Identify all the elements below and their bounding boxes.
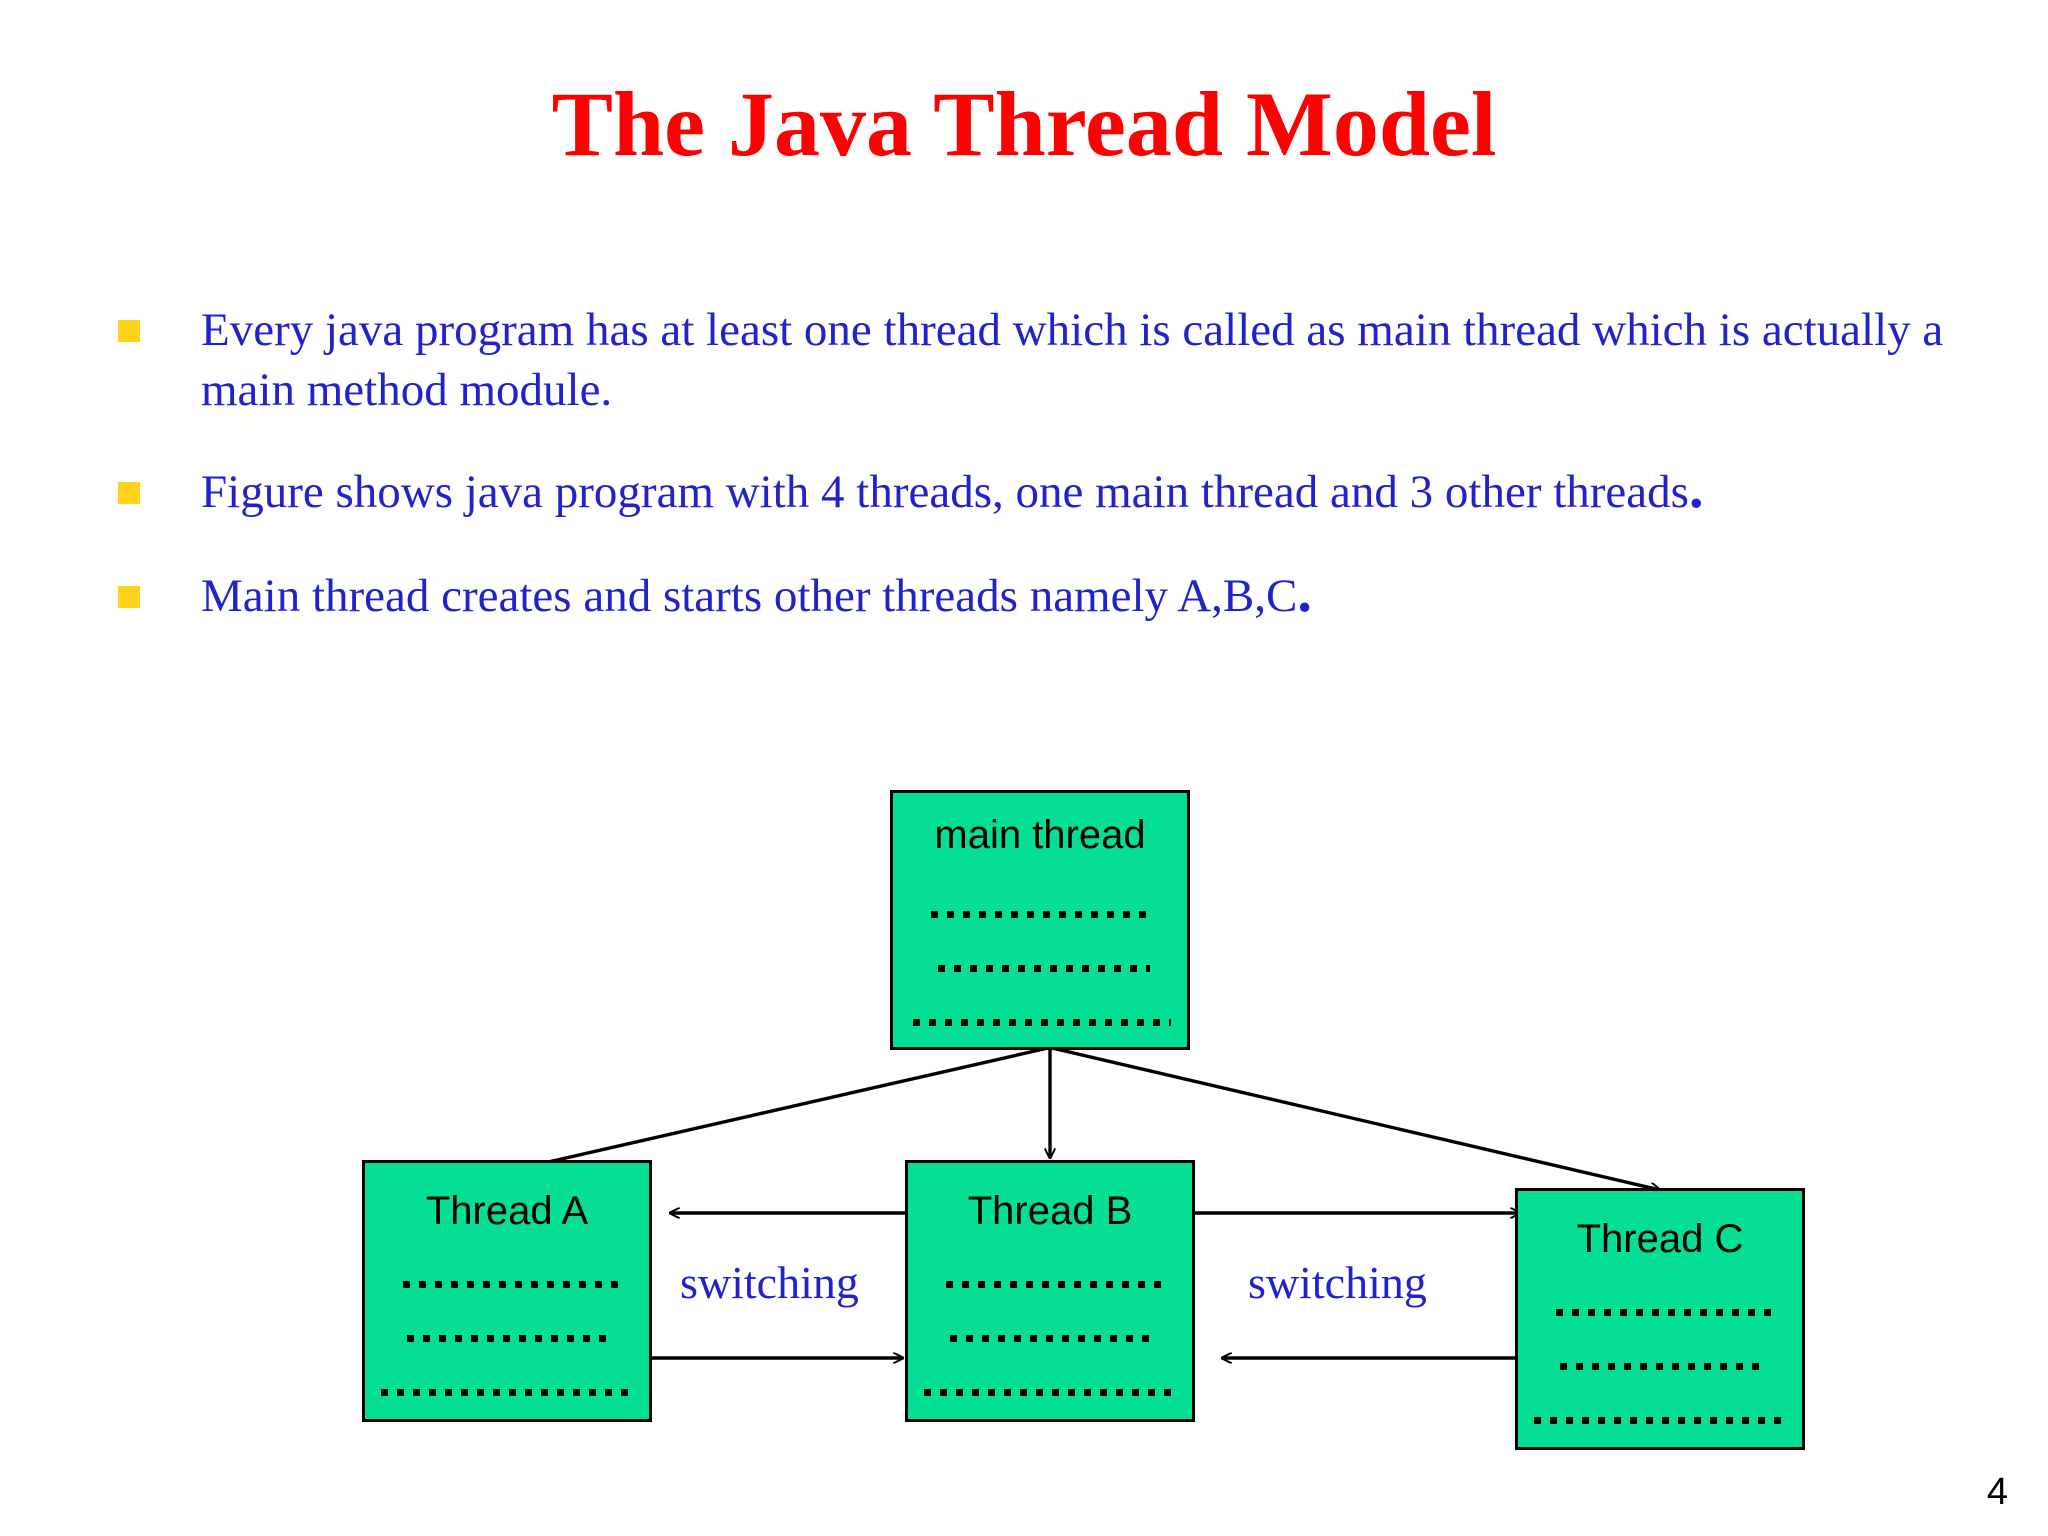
box-thread-a[interactable]: Thread A [362,1160,652,1422]
box-thread-a-label: Thread A [425,1189,589,1233]
bullet-item-1-label: Every java program has at least one thre… [201,304,1944,416]
bullet-item-2: Figure shows java program with 4 threads… [118,455,1948,522]
bullet-item-2-emphasis: . [1688,455,1704,520]
box-thread-b[interactable]: Thread B [905,1160,1195,1422]
dot-row [1556,1309,1771,1316]
dot-row [913,1019,1171,1026]
square-bullet-icon [118,320,140,342]
dot-row [407,1335,612,1342]
dot-row [938,965,1150,972]
box-main-thread-label: main thread [934,813,1146,857]
dot-row [931,911,1153,918]
bullet-item-3-emphasis: . [1297,559,1312,624]
page-number: 4 [1986,1471,2008,1513]
bullet-item-2-label: Figure shows java program with 4 threads… [201,455,1704,520]
dot-row [1534,1417,1784,1424]
dot-row [403,1281,618,1288]
bullet-item-1: Every java program has at least one thre… [118,300,1948,420]
page-title: The Java Thread Model [551,73,1497,175]
square-bullet-icon [118,586,140,608]
dot-row [950,1335,1155,1342]
dot-row [946,1281,1161,1288]
switching-label-right: switching [1248,1257,1427,1308]
dot-row [381,1389,631,1396]
bullet-item-3-label: Main thread creates and starts other thr… [201,559,1312,624]
bullet-item-3: Main thread creates and starts other thr… [118,559,1948,626]
dot-row [924,1389,1174,1396]
box-thread-c-label: Thread C [1576,1217,1744,1261]
arrow-main-to-thread-a [522,1046,1049,1168]
box-main-thread[interactable]: main thread [890,790,1190,1050]
dot-row [1560,1363,1765,1370]
box-thread-c[interactable]: Thread C [1515,1188,1805,1450]
square-bullet-icon [118,482,140,504]
box-thread-b-label: Thread B [967,1189,1133,1233]
bullet-list: Every java program has at least one thre… [118,300,1948,668]
arrow-main-to-thread-c [1051,1046,1660,1190]
switching-label-left: switching [680,1257,859,1308]
